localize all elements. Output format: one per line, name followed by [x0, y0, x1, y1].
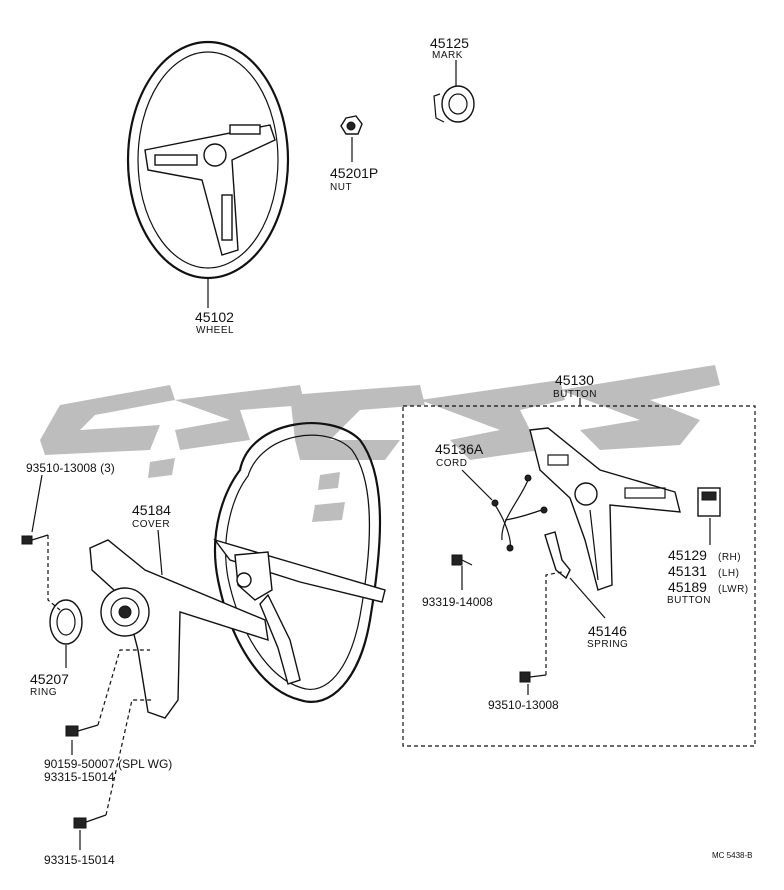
label-45130-name: BUTTON [553, 389, 597, 400]
label-45184-name: COVER [132, 519, 170, 530]
button-45130-drawing [529, 427, 681, 591]
button-45129-drawing [697, 487, 721, 545]
label-45189: 45189 [668, 579, 707, 595]
spring-45146-drawing [544, 531, 606, 619]
label-45207: 45207 [30, 671, 69, 687]
label-45102-name: WHEEL [196, 325, 234, 336]
label-93319: 93319-14008 [422, 595, 493, 609]
label-45184: 45184 [132, 502, 171, 518]
label-45201p: 45201P [330, 165, 378, 181]
label-45136a: 45136A [435, 441, 484, 457]
nut-45201p-drawing [340, 115, 363, 162]
label-93315-a: 93315-15014 [44, 770, 115, 784]
diagram-code: MC 5438-B [712, 851, 752, 860]
screws-left-drawing [21, 474, 152, 850]
cord-45136a-drawing [461, 469, 548, 552]
label-93510-b: 93510-13008 [488, 698, 559, 712]
label-45207-name: RING [30, 687, 57, 698]
label-45136a-name: CORD [436, 458, 467, 469]
label-45125: 45125 [430, 35, 469, 51]
label-45201p-name: NUT [330, 182, 352, 193]
part-labels: 45125 MARK 45201P NUT 45102 WHEEL 45130 … [26, 35, 752, 867]
wheel-exploded-drawing [213, 422, 386, 703]
label-45146: 45146 [588, 623, 627, 639]
cover-45184-drawing [89, 529, 269, 719]
wheel-45102-drawing [126, 40, 290, 308]
label-45146-name: SPRING [587, 639, 628, 650]
label-45130: 45130 [555, 372, 594, 388]
screws-box-drawing [451, 554, 563, 695]
label-93315-b: 93315-15014 [44, 853, 115, 867]
button-assembly-box [402, 398, 756, 747]
ring-45207-drawing [49, 599, 83, 668]
mark-45125-drawing [433, 60, 475, 123]
label-93510-3: 93510-13008 (3) [26, 461, 115, 475]
label-45129: 45129 [668, 547, 707, 563]
label-45189-side: (LWR) [718, 584, 749, 595]
label-45125-name: MARK [432, 50, 463, 61]
label-45129-side: (RH) [718, 552, 741, 563]
label-45131: 45131 [668, 563, 707, 579]
label-45102: 45102 [195, 309, 234, 325]
watermark-logo [40, 365, 720, 522]
label-90159: 90159-50007 (SPL WG) [44, 757, 172, 771]
label-45131-side: (LH) [718, 568, 739, 579]
label-45189-name: BUTTON [667, 595, 711, 606]
